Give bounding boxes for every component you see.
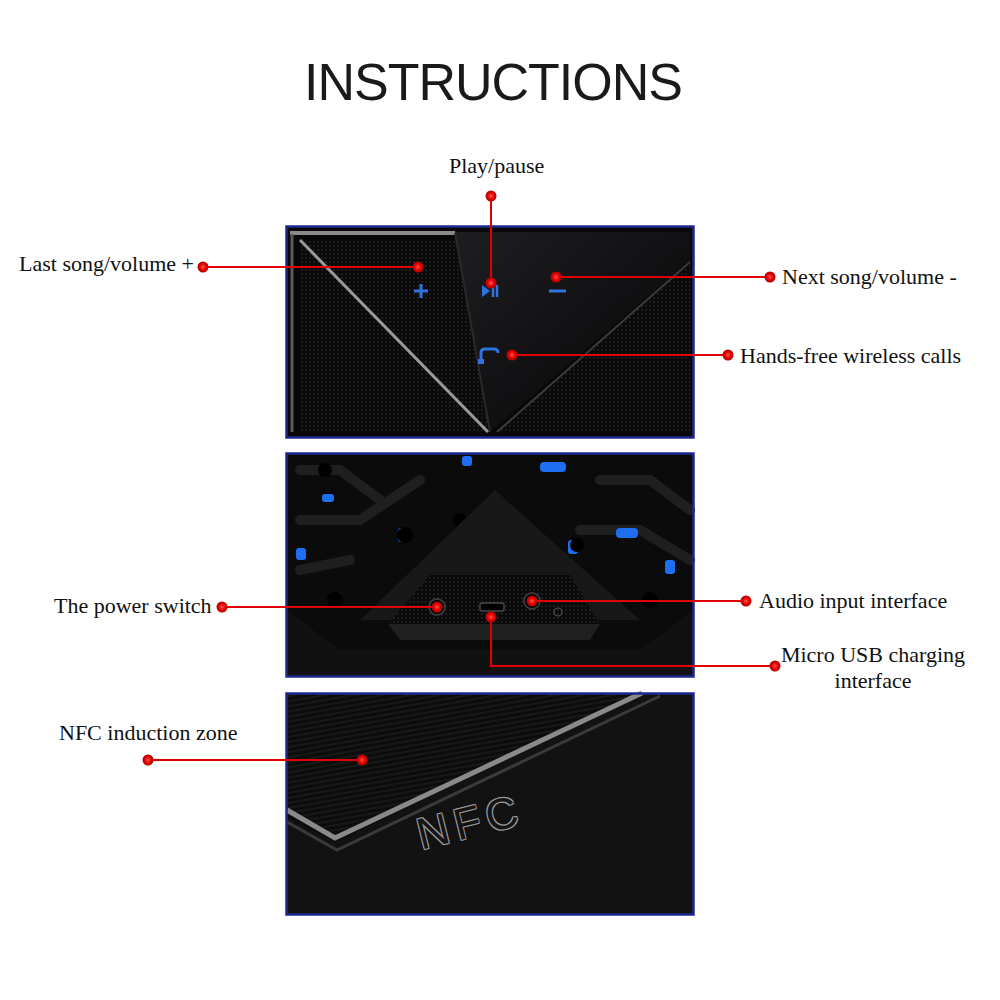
nfc-panel: [287, 693, 695, 915]
illustration-part: [532, 600, 746, 602]
illustration-part: [723, 350, 734, 361]
illustration-part: [357, 755, 368, 766]
illustration-part: [397, 527, 413, 543]
illustration-part: [388, 575, 600, 624]
illustration-part: [556, 276, 770, 278]
illustration-part: [300, 470, 380, 500]
illustration-part: [300, 560, 350, 570]
callout-label: Hands-free wireless calls: [740, 343, 961, 369]
callout-label: Next song/volume -: [782, 264, 957, 290]
illustration-part: [291, 234, 294, 432]
illustration-part: [600, 480, 690, 510]
illustration-part: [287, 694, 694, 915]
illustration-part: [478, 359, 484, 364]
illustration-part: [203, 266, 418, 268]
illustration-part: [222, 606, 437, 608]
illustration-part: [512, 354, 728, 356]
illustration-part: [148, 759, 362, 761]
illustration-part: [217, 602, 228, 613]
illustration-part: [549, 290, 566, 293]
illustration-part: [287, 693, 694, 915]
illustration-part: [432, 602, 443, 613]
illustration-part: [665, 560, 675, 574]
illustration-part: [143, 755, 154, 766]
illustration-part: [300, 240, 488, 432]
illustration-part: [507, 350, 518, 361]
illustration-part: [413, 262, 424, 273]
callout-label: Micro USB charging interface: [778, 642, 968, 694]
callout-label: Last song/volume +: [19, 251, 194, 277]
callout-label: The power switch: [54, 593, 212, 619]
illustration-part: [616, 528, 638, 538]
illustration-part: [300, 480, 420, 520]
illustration-part: [495, 260, 690, 432]
illustration-part: [486, 612, 497, 623]
illustration-part: [388, 624, 600, 640]
leader-lines: [148, 196, 775, 760]
illustration-part: [462, 456, 472, 466]
illustration-part: [490, 196, 492, 283]
callout-label: Audio input interface: [759, 588, 947, 614]
illustration-part: [486, 278, 497, 289]
illustration-part: [486, 191, 497, 202]
illustration-part: [570, 538, 584, 552]
illustration-part: [741, 596, 752, 607]
illustration-part: [414, 284, 428, 298]
illustration-part: [551, 272, 562, 283]
illustration-part: [491, 617, 775, 666]
illustration-part: [527, 596, 538, 607]
callout-dots: [143, 191, 781, 766]
illustration-part: [765, 272, 776, 283]
illustration-part: [327, 592, 343, 608]
illustration-part: [318, 463, 332, 477]
illustration-part: [770, 661, 781, 672]
illustration-part: [198, 262, 209, 273]
illustration-part: [480, 603, 504, 611]
callout-label: Play/pause: [449, 153, 544, 179]
illustration-part: [540, 462, 566, 472]
callout-label: NFC induction zone: [59, 720, 237, 746]
illustration-part: [287, 693, 694, 915]
illustration-part: [290, 231, 455, 235]
illustration-part: [497, 262, 690, 432]
illustration-part: [322, 494, 334, 502]
illustration-part: [554, 608, 562, 616]
page-title: INSTRUCTIONS: [304, 52, 682, 112]
illustration-part: [455, 233, 490, 432]
illustration-part: [296, 548, 306, 560]
